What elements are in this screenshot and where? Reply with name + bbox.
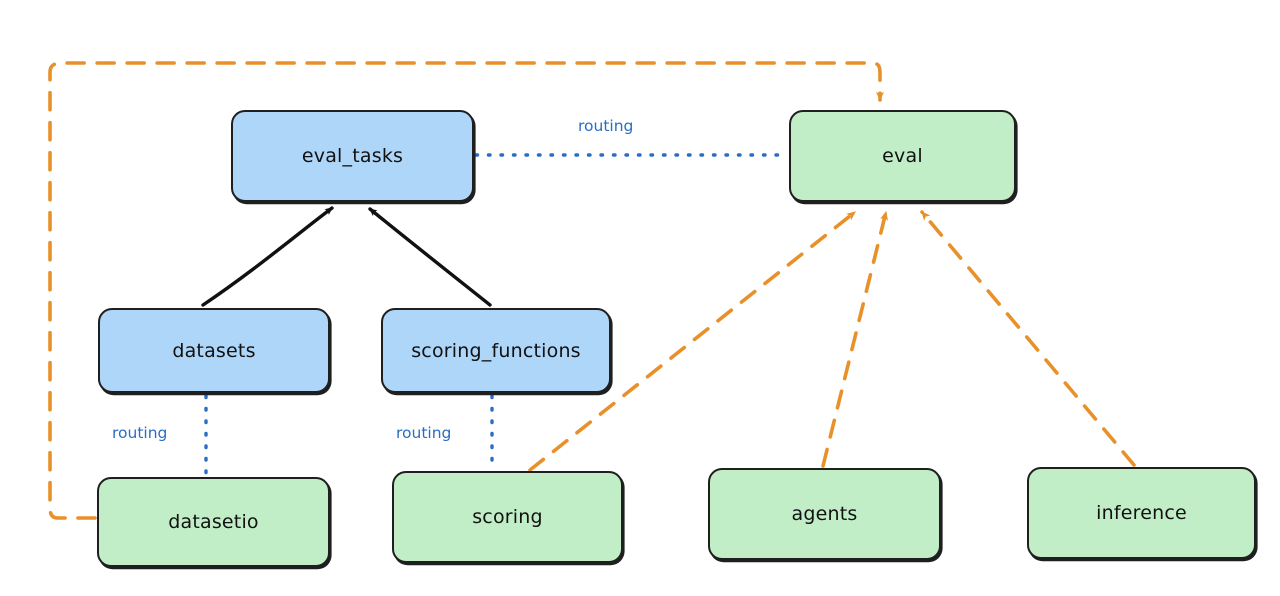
edge-datasets-to-eval-tasks (201, 206, 334, 307)
node-agents[interactable]: agents (708, 468, 941, 560)
node-label-agents: agents (791, 503, 858, 525)
edge-label-routing-scoring-functions-scoring: routing (396, 424, 452, 442)
edge-agents-to-eval (821, 210, 888, 468)
node-eval-tasks[interactable]: eval_tasks (231, 110, 474, 202)
edge-scoring-functions-to-eval-tasks (368, 207, 492, 307)
edge-label-routing-eval-tasks-eval: routing (578, 117, 634, 135)
node-label-eval-tasks: eval_tasks (301, 145, 404, 167)
node-datasetio[interactable]: datasetio (97, 477, 330, 567)
node-label-datasets: datasets (172, 339, 256, 362)
node-label-datasetio: datasetio (168, 511, 259, 533)
node-datasets[interactable]: datasets (98, 308, 330, 393)
node-scoring[interactable]: scoring (392, 471, 623, 563)
node-eval[interactable]: eval (789, 110, 1016, 202)
node-label-scoring-functions: scoring_functions (411, 339, 581, 362)
node-label-scoring: scoring (472, 506, 543, 528)
edge-scoring-to-eval (528, 210, 857, 472)
edge-label-routing-datasets-datasetio: routing (112, 424, 168, 442)
edge-inference-to-eval (920, 210, 1136, 467)
node-inference[interactable]: inference (1027, 467, 1256, 559)
node-label-eval: eval (882, 145, 923, 167)
node-scoring-functions[interactable]: scoring_functions (381, 308, 611, 393)
node-label-inference: inference (1096, 502, 1187, 524)
edge-datasetio-to-eval (48, 61, 884, 520)
